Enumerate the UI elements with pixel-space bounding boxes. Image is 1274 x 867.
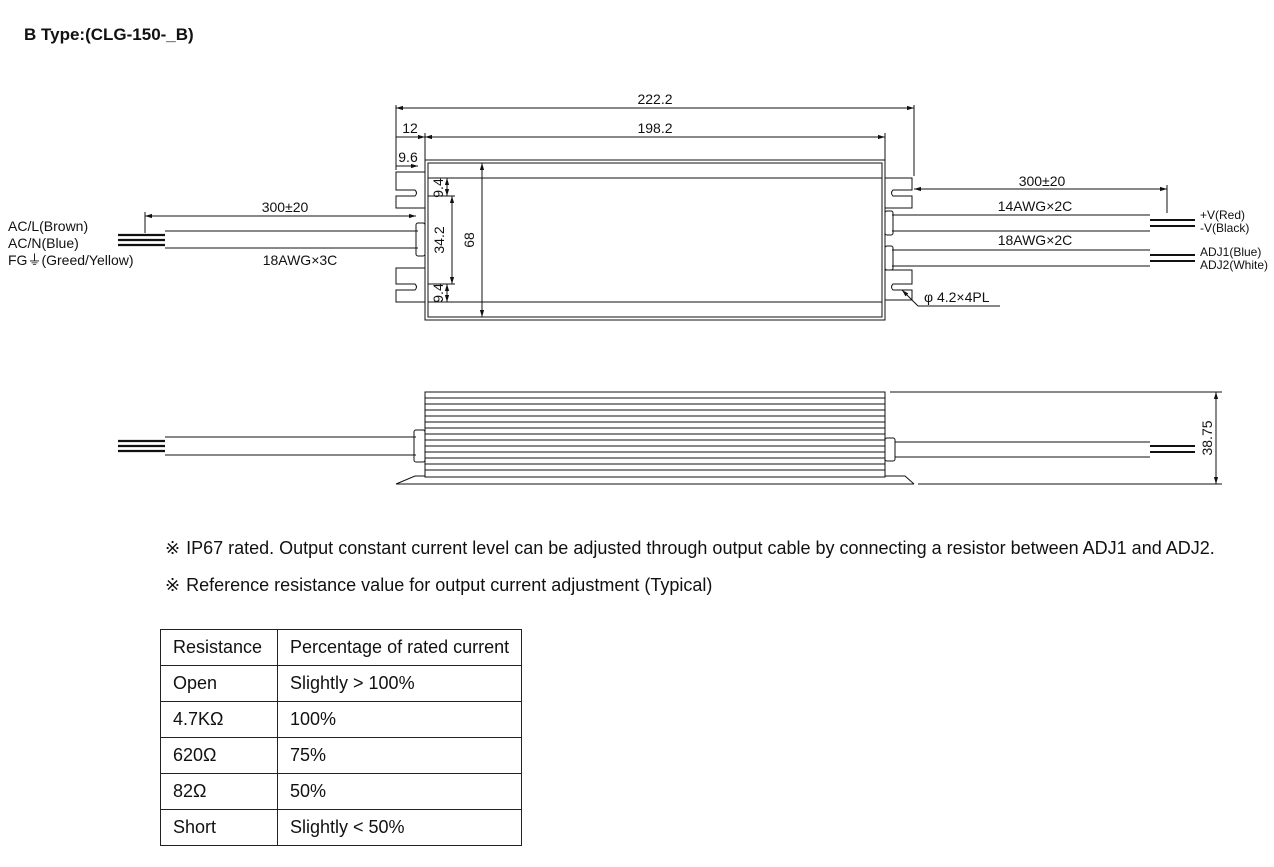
dim-edge-bottom: 9.4: [430, 283, 446, 303]
note-reference-text: Reference resistance value for output cu…: [186, 575, 713, 595]
dim-flange: 9.6: [398, 149, 418, 165]
table-header-row: Resistance Percentage of rated current: [160, 629, 523, 666]
table-cell: 100%: [276, 701, 523, 738]
table-cell: Slightly > 100%: [276, 665, 523, 702]
table-row: Open Slightly > 100%: [160, 665, 523, 702]
top-view-labels: 222.2 198.2 12 9.6 9.4 34.2 68 9.4 300±2…: [8, 91, 1268, 305]
table-row: Short Slightly < 50%: [160, 809, 523, 846]
table-row: 4.7KΩ 100%: [160, 701, 523, 738]
note-mark: ※: [165, 575, 181, 595]
table-cell: 4.7KΩ: [160, 701, 278, 738]
note-mark: ※: [165, 538, 181, 558]
wire-label-positive: +V(Red): [1200, 208, 1245, 222]
input-cable-gauge: 18AWG×3C: [263, 252, 338, 268]
table-cell: Short: [160, 809, 278, 846]
wire-label-neutral: AC/N(Blue): [8, 235, 79, 251]
dim-height: 68: [461, 232, 477, 248]
note-reference: ※Reference resistance value for output c…: [165, 575, 712, 596]
output-cable-length: 300±20: [1019, 173, 1066, 189]
table-cell: Open: [160, 665, 278, 702]
wire-label-ground: FG⏚(Greed/Yellow): [8, 252, 134, 268]
wire-label-negative: -V(Black): [1200, 221, 1249, 235]
table-row: 620Ω 75%: [160, 737, 523, 774]
right-flange-top: [885, 177, 913, 209]
table-row: 82Ω 50%: [160, 773, 523, 810]
wire-label-adj2: ADJ2(White): [1200, 258, 1268, 272]
note-ip67-text: IP67 rated. Output constant current leve…: [186, 538, 1215, 558]
output-cable-1-gauge: 14AWG×2C: [998, 198, 1073, 214]
input-cable-length: 300±20: [262, 199, 309, 215]
table-cell: Slightly < 50%: [276, 809, 523, 846]
wire-label-line: AC/L(Brown): [8, 218, 88, 234]
side-view: [118, 391, 1222, 485]
wire-label-adj1: ADJ1(Blue): [1200, 245, 1261, 259]
note-ip67: ※IP67 rated. Output constant current lev…: [165, 538, 1215, 559]
page-title: B Type:(CLG-150-_B): [24, 25, 194, 44]
table-cell: 75%: [276, 737, 523, 774]
hole-spec: φ 4.2×4PL: [924, 289, 990, 305]
dim-edge-top: 9.4: [430, 178, 446, 198]
dim-center: 34.2: [431, 226, 447, 253]
table-cell: 620Ω: [160, 737, 278, 774]
left-flange-top: [395, 171, 425, 209]
left-flange-bottom: [395, 267, 425, 303]
table-cell: 82Ω: [160, 773, 278, 810]
dim-mount-offset: 12: [402, 120, 418, 136]
top-view: [118, 105, 1195, 321]
dim-body: 198.2: [637, 120, 672, 136]
case-body: [424, 159, 886, 321]
table-header: Resistance: [160, 629, 278, 666]
output-cable-2-gauge: 18AWG×2C: [998, 232, 1073, 248]
dim-overall: 222.2: [637, 91, 672, 107]
table-cell: 50%: [276, 773, 523, 810]
right-flange-bottom: [885, 269, 913, 301]
resistance-table: Resistance Percentage of rated current O…: [160, 629, 523, 846]
dim-side-height: 38.75: [1199, 420, 1215, 455]
table-header: Percentage of rated current: [276, 629, 523, 666]
